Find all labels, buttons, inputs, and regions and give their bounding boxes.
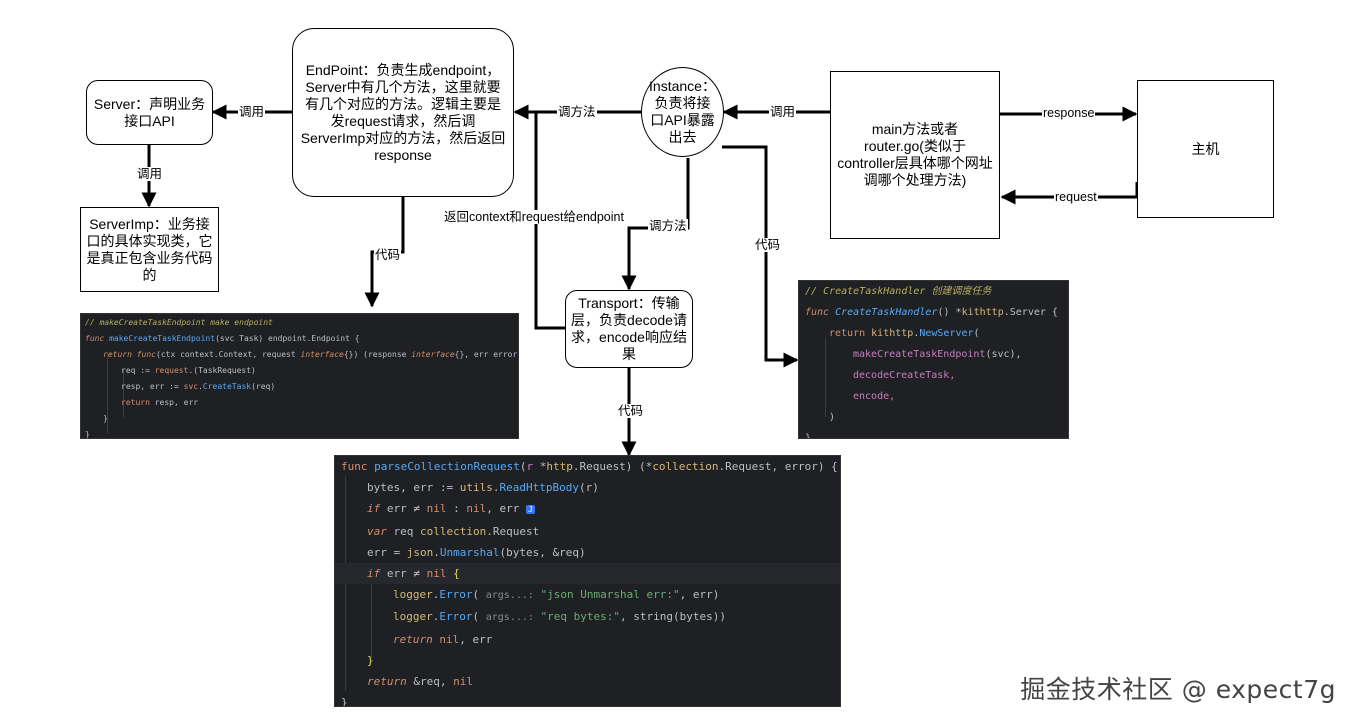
serverimp-node: ServerImp：业务接口的具体实现类，它是真正包含业务代码的 (80, 207, 219, 292)
code-line: decodeCreateTask, (853, 370, 956, 381)
instance-node: Instance：负责将接口API暴露出去 (641, 67, 724, 157)
code-line: return &req, nil (367, 675, 473, 689)
code-line: req := request.(TaskRequest) (121, 366, 256, 375)
code-line: resp, err := svc.CreateTask(req) (121, 382, 276, 391)
code-line: if err ≠ nil : nil, err J (367, 502, 535, 516)
watermark: 掘金技术社区 @ expect7g (1020, 675, 1336, 704)
transport-node: Transport：传输层，负责decode请求，encode响应结果 (565, 290, 693, 368)
code-line: return resp, err (121, 398, 199, 407)
edge-label-request: request (1054, 190, 1098, 204)
transport-label: Transport：传输层，负责decode请求，encode响应结果 (571, 295, 687, 362)
code-handler-panel: // CreateTaskHandler 创建调度任务 func CreateT… (798, 280, 1069, 439)
endpoint-label: EndPoint：负责生成endpoint，Server中有几个方法，这里就要有… (300, 61, 506, 163)
edge-label-call-instance: 调用 (769, 105, 797, 119)
code-line: var req collection.Request (367, 524, 540, 538)
server-node: Server：声明业务接口API (86, 80, 213, 145)
serverimp-label: ServerImp：业务接口的具体实现类，它是真正包含业务代码的 (86, 215, 213, 283)
code-line: func makeCreateTaskEndpoint(svc Task) en… (85, 334, 360, 343)
code-line: bytes, err := utils.ReadHttpBody(r) (367, 481, 599, 495)
code-parse-panel: func parseCollectionRequest(r *http.Requ… (334, 455, 841, 707)
code-line: return kithttp.NewServer( (829, 328, 980, 339)
edge-label-call-serverimp: 调用 (136, 167, 164, 181)
code-line: logger.Error( args...: "json Unmarshal e… (393, 588, 720, 602)
code-line: err = json.Unmarshal(bytes, &req) (367, 545, 586, 559)
code-line: } (85, 430, 90, 439)
main-router-node: main方法或者router.go(类似于controller层具体哪个网址调哪… (830, 71, 1000, 239)
edge-label-code-endpoint: 代码 (374, 248, 402, 262)
host-node: 主机 (1137, 80, 1274, 218)
edge-label-call-method-endpoint: 调方法 (557, 105, 597, 119)
code-line: // makeCreateTaskEndpoint make endpoint (85, 318, 273, 327)
main-router-label: main方法或者router.go(类似于controller层具体哪个网址调哪… (837, 121, 993, 188)
edge-label-code-handler: 代码 (754, 238, 782, 252)
edge-label-call-method-transport: 调方法 (648, 219, 688, 233)
code-line: } (367, 653, 374, 667)
code-line: } (805, 433, 812, 439)
code-line: encode, (853, 391, 896, 402)
edge-label-call-server: 调用 (238, 105, 266, 119)
edge-label-response: response (1042, 106, 1096, 120)
code-line: } (103, 414, 108, 423)
code-line: if err ≠ nil { (335, 563, 840, 585)
code-line: logger.Error( args...: "req bytes:", str… (393, 610, 726, 624)
code-endpoint-panel: // makeCreateTaskEndpoint make endpoint … (80, 313, 519, 439)
code-line: ) (829, 412, 836, 423)
server-label: Server：声明业务接口API (93, 95, 206, 129)
code-line: } (341, 696, 348, 707)
code-line: return nil, err (393, 632, 493, 646)
endpoint-node: EndPoint：负责生成endpoint，Server中有几个方法，这里就要有… (292, 28, 514, 197)
edge-label-code-parse: 代码 (617, 404, 645, 418)
code-line: func parseCollectionRequest(r *http.Requ… (341, 460, 838, 473)
edge-instance-handler-code (722, 145, 799, 368)
instance-label: Instance：负责将接口API暴露出去 (649, 78, 716, 145)
code-line: func CreateTaskHandler() *kithttp.Server… (805, 307, 1058, 318)
code-line: return func(ctx context.Context, request… (103, 350, 518, 359)
code-line: makeCreateTaskEndpoint(svc), (853, 349, 1022, 360)
code-line: // CreateTaskHandler 创建调度任务 (805, 286, 992, 297)
edge-transport-endpoint (534, 112, 565, 330)
edge-label-return-context: 返回context和request给endpoint (443, 210, 625, 224)
host-label: 主机 (1191, 140, 1220, 157)
